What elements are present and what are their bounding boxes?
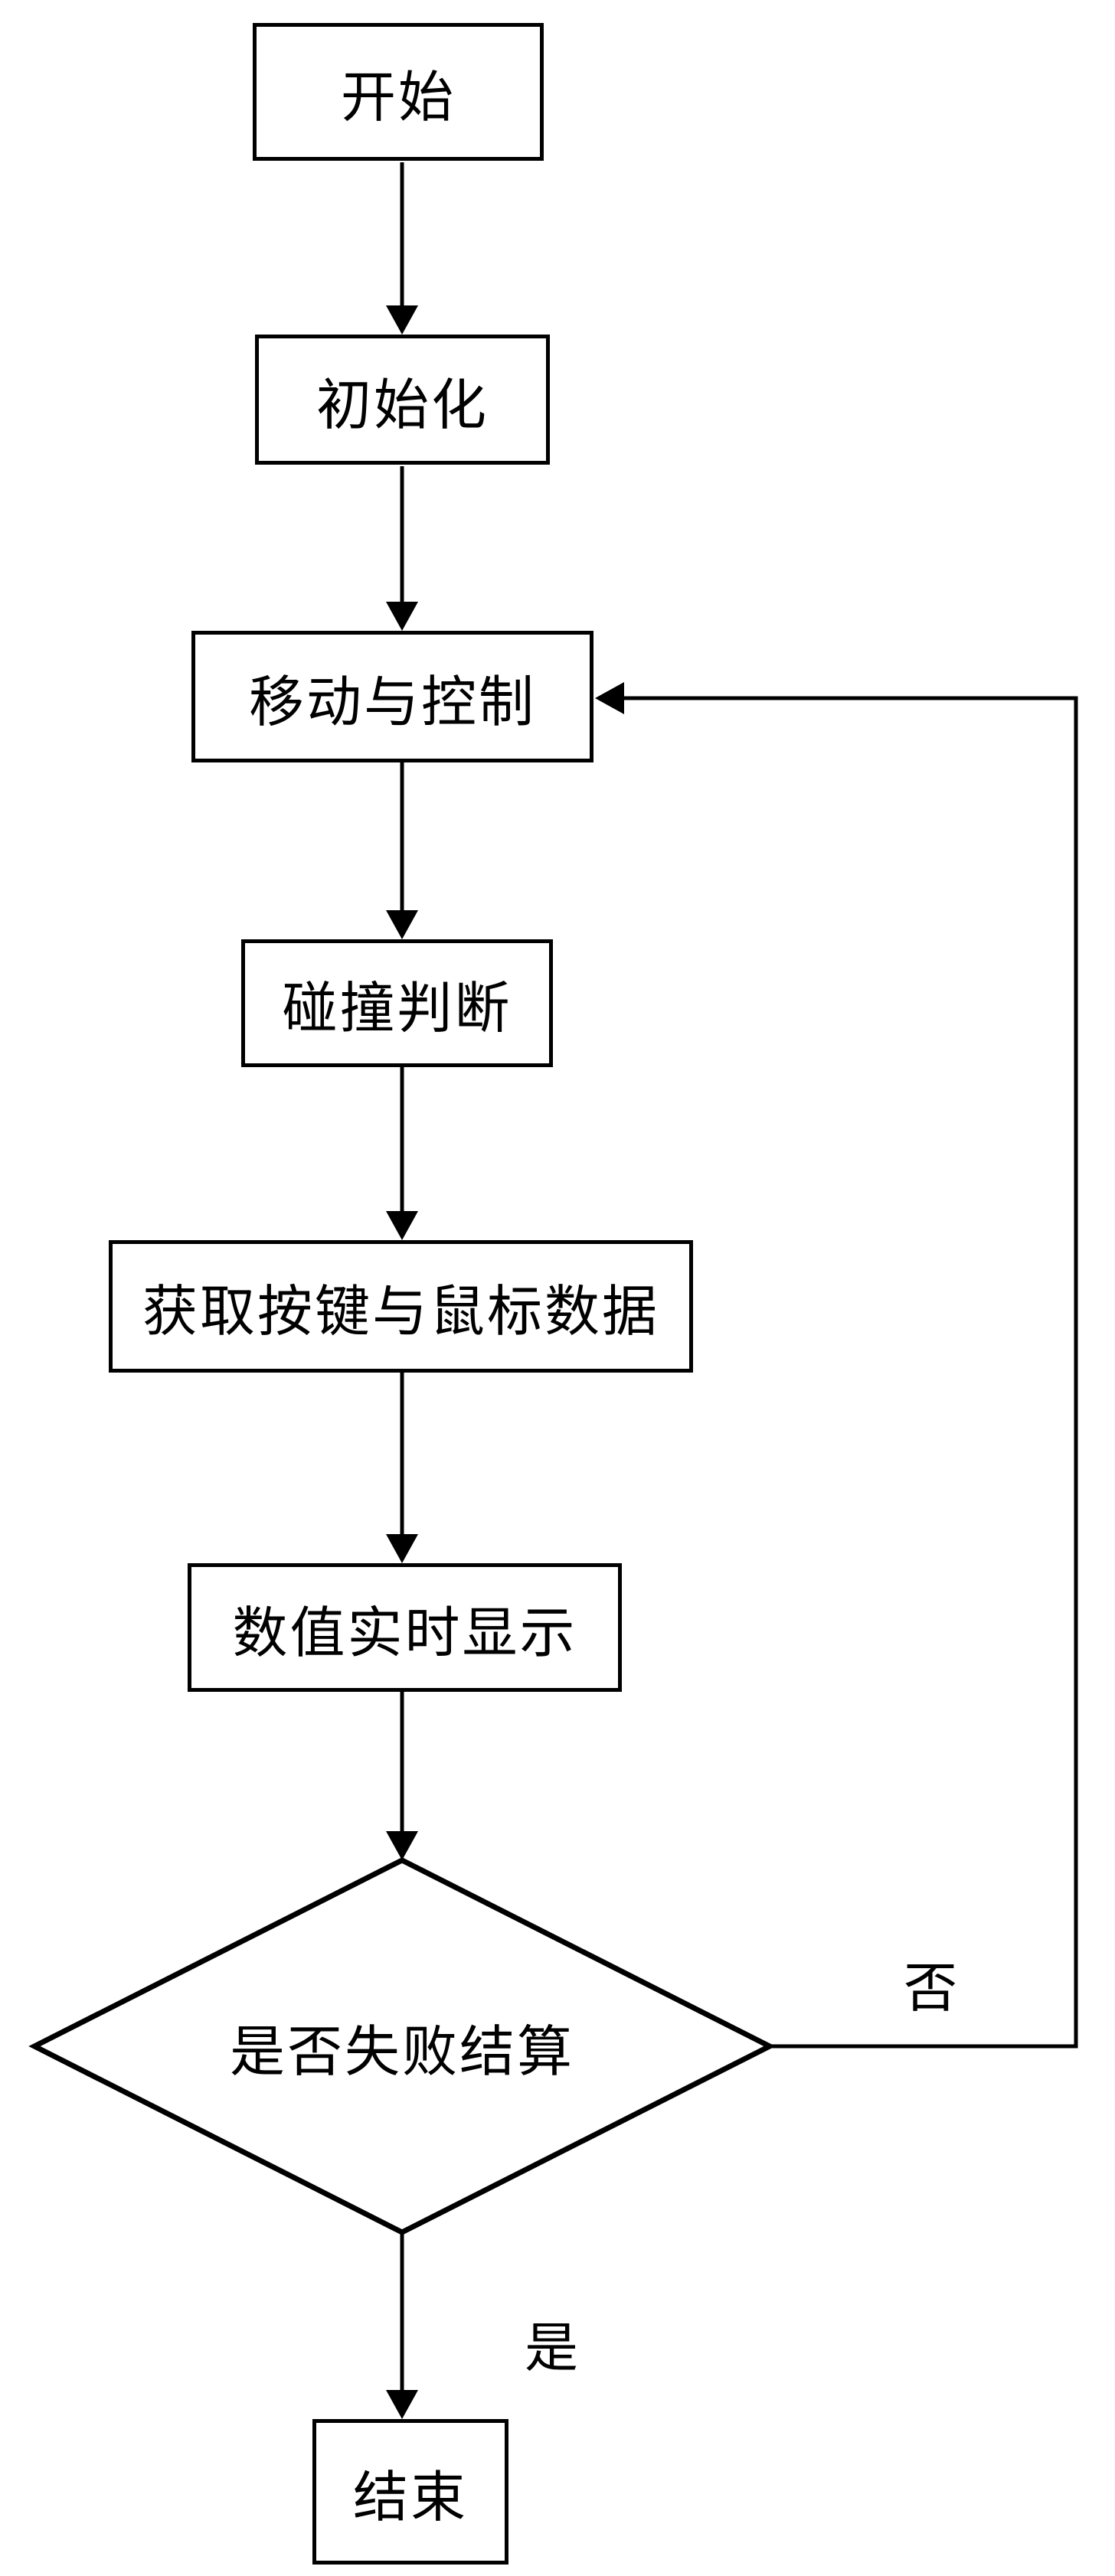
flow-node-display-label: 数值实时显示 — [232, 1602, 577, 1664]
flow-node-input-label: 获取按键与鼠标数据 — [142, 1281, 659, 1343]
flow-node-display: 数值实时显示 — [188, 1563, 622, 1692]
edge-label-no: 否 — [904, 1958, 957, 2018]
edge-label-yes: 是 — [525, 2318, 578, 2378]
arrowhead-decision-end — [386, 2390, 418, 2419]
arrowhead-display-decision — [386, 1831, 418, 1860]
flow-node-end: 结束 — [312, 2419, 508, 2565]
flow-node-collision: 碰撞判断 — [241, 939, 553, 1067]
flow-node-start: 开始 — [253, 23, 544, 161]
connector-decision-move — [624, 696, 1078, 2049]
flow-node-start-label: 开始 — [340, 67, 456, 129]
flow-node-end-label: 结束 — [352, 2467, 468, 2529]
arrowhead-start-init — [386, 305, 418, 335]
flow-node-move: 移动与控制 — [191, 631, 593, 762]
flow-node-init: 初始化 — [255, 335, 550, 465]
arrowhead-input-display — [386, 1534, 418, 1563]
flow-node-move-label: 移动与控制 — [248, 671, 536, 733]
arrowhead-collision-input — [386, 1211, 418, 1240]
flow-node-collision-label: 碰撞判断 — [282, 978, 512, 1040]
flow-node-init-label: 初始化 — [316, 374, 489, 436]
arrowhead-init-move — [386, 602, 418, 631]
flow-node-input: 获取按键与鼠标数据 — [109, 1240, 693, 1373]
flow-node-decision-label: 是否失败结算 — [229, 2021, 574, 2083]
arrowhead-decision-move — [595, 682, 624, 714]
arrowhead-move-collision — [386, 910, 418, 939]
